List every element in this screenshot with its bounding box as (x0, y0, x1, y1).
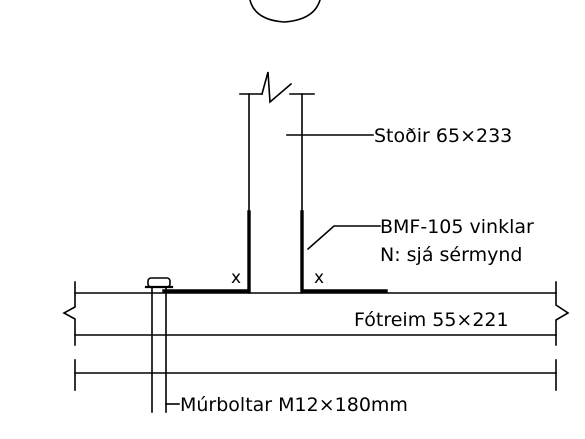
anchor-bolt (144, 277, 174, 413)
detail-circle-arc (249, 0, 321, 23)
bolt-nut (147, 277, 171, 288)
sill-right-break (555, 281, 570, 346)
bracket-label-line2: N: sjá sérmynd (380, 244, 522, 266)
weld-mark-right: x (314, 268, 324, 288)
angle-brackets (162, 210, 388, 293)
post-break-symbol (261, 71, 293, 104)
sill-plate (62, 281, 570, 346)
bolt-label: Múrboltar M12×180mm (180, 394, 408, 416)
bracket-label-line1: BMF-105 vinklar (380, 216, 534, 238)
sill-label: Fótreim 55×221 (354, 309, 509, 331)
foundation (74, 359, 557, 391)
bracket-leader (306, 225, 381, 251)
post-label: Stoðir 65×233 (374, 125, 512, 147)
sill-left-break (62, 281, 76, 346)
weld-mark-left: x (231, 268, 241, 288)
